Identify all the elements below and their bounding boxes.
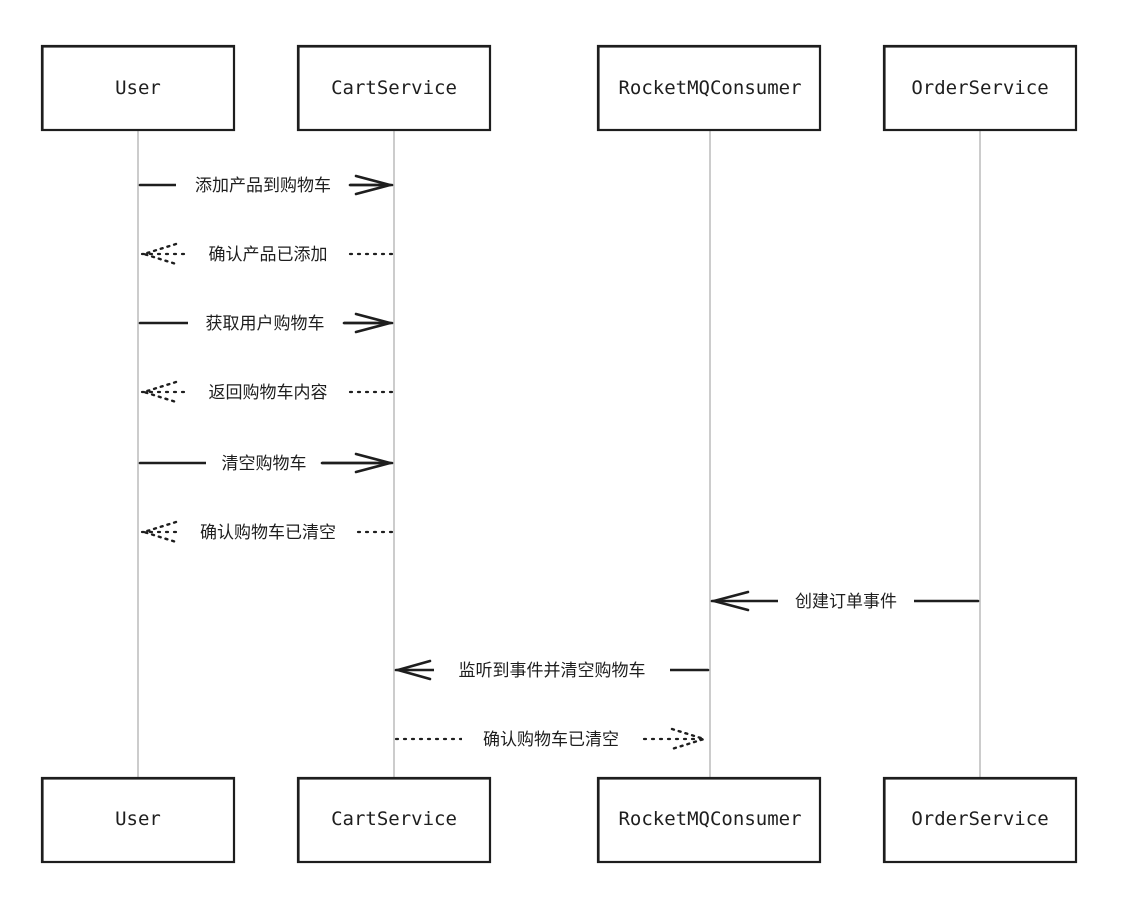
message-arrow: 确认购物车已清空 [138, 519, 394, 545]
participant-user-top: User [40, 44, 236, 132]
participant-label: CartService [331, 77, 457, 99]
message-label: 创建订单事件 [795, 592, 897, 612]
participant-orderservice-top: OrderService [882, 44, 1078, 132]
participant-rocketmqconsumer-bottom: RocketMQConsumer [596, 776, 822, 864]
participant-label: User [115, 808, 161, 830]
message-arrow: 确认产品已添加 [138, 241, 394, 267]
participant-user-bottom: User [40, 776, 236, 864]
message-arrow: 返回购物车内容 [138, 379, 394, 405]
participant-label: OrderService [911, 808, 1048, 830]
message-label: 添加产品到购物车 [195, 176, 331, 196]
message-arrow: 获取用户购物车 [138, 310, 394, 336]
participant-label: RocketMQConsumer [618, 77, 801, 99]
participant-label: OrderService [911, 77, 1048, 99]
message-arrow: 添加产品到购物车 [138, 172, 394, 198]
participant-rocketmqconsumer-top: RocketMQConsumer [596, 44, 822, 132]
participant-label: CartService [331, 808, 457, 830]
participant-label: User [115, 77, 161, 99]
participant-label: RocketMQConsumer [618, 808, 801, 830]
message-label: 确认产品已添加 [209, 245, 328, 265]
message-label: 确认购物车已清空 [200, 523, 336, 543]
message-arrow: 确认购物车已清空 [394, 726, 709, 752]
message-label: 返回购物车内容 [209, 383, 328, 403]
message-arrow: 创建订单事件 [710, 588, 980, 614]
message-arrow: 监听到事件并清空购物车 [394, 657, 710, 683]
message-label: 获取用户购物车 [206, 314, 325, 334]
message-label: 清空购物车 [222, 454, 307, 474]
participant-orderservice-bottom: OrderService [882, 776, 1078, 864]
participant-cartservice-top: CartService [296, 44, 492, 132]
message-arrow: 清空购物车 [138, 450, 394, 476]
participant-cartservice-bottom: CartService [296, 776, 492, 864]
message-label: 确认购物车已清空 [483, 730, 619, 750]
message-label: 监听到事件并清空购物车 [459, 661, 646, 681]
